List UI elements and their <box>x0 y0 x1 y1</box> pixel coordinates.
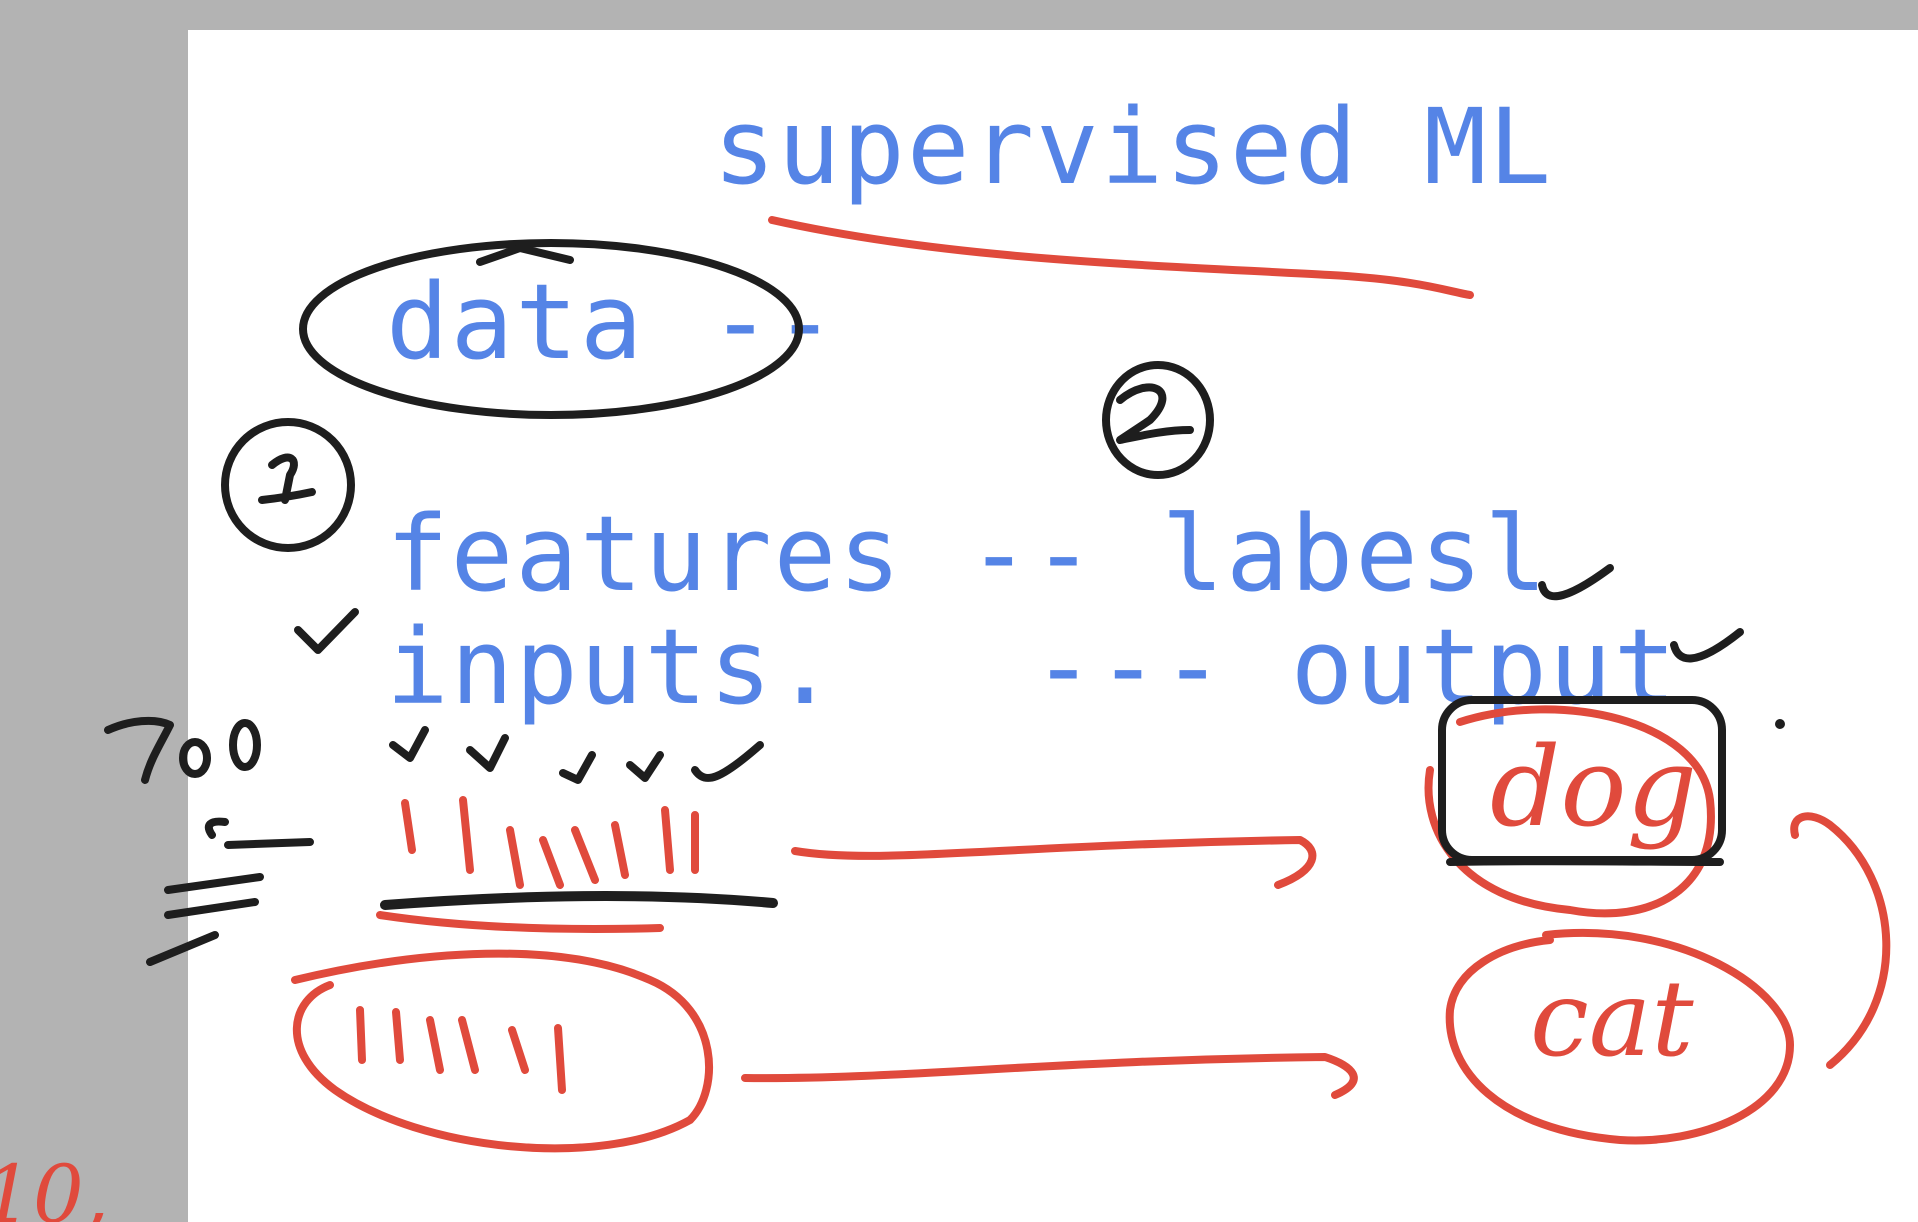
title-underline <box>768 216 1474 299</box>
check-mark-f5 <box>691 741 764 782</box>
check-mark-output-2 <box>1670 628 1744 663</box>
step-one-circle <box>221 418 355 552</box>
data-circle <box>299 239 803 419</box>
dot-mark <box>1775 719 1785 729</box>
check-mark-f2 <box>466 734 509 772</box>
dog-label: dog <box>1490 723 1697 851</box>
count-700-zero-2 <box>229 719 261 771</box>
data-circle-tick <box>476 244 574 266</box>
step-two-digit <box>1116 383 1194 444</box>
inputs-output-text: inputs. --- output <box>386 606 1679 728</box>
dog-box-underline <box>1446 857 1724 866</box>
check-mark-f3 <box>559 751 596 784</box>
features-row2-circle <box>291 949 714 1153</box>
step-two-circle <box>1102 361 1214 479</box>
cat-label: cat <box>1530 958 1694 1080</box>
feature-underline-red <box>376 911 664 933</box>
features-labels-text: features -- labesl <box>386 493 1550 615</box>
cat-circle <box>1445 929 1794 1145</box>
feature-bars-row2 <box>356 1006 566 1094</box>
feature-count-marks <box>146 817 314 966</box>
feature-bars-row1 <box>401 796 699 889</box>
count-700-seven <box>104 716 174 784</box>
title-text: supervised ML <box>713 86 1553 208</box>
check-mark-f1 <box>389 726 429 762</box>
arrow-inputs-to-dog <box>791 836 1317 889</box>
right-bracket <box>1790 812 1891 1069</box>
check-mark-inputs <box>294 608 359 654</box>
whiteboard-canvas[interactable]: supervised ML data -- features -- labesl… <box>188 30 1918 1222</box>
feature-underline-black <box>380 891 778 910</box>
margin-fragment: 10, <box>0 1148 109 1222</box>
check-mark-output-1 <box>1538 564 1614 601</box>
check-mark-f4 <box>626 751 664 782</box>
arrow-row2-to-cat <box>741 1053 1358 1099</box>
step-one-digit <box>258 453 316 504</box>
count-700-zero-1 <box>179 738 211 778</box>
